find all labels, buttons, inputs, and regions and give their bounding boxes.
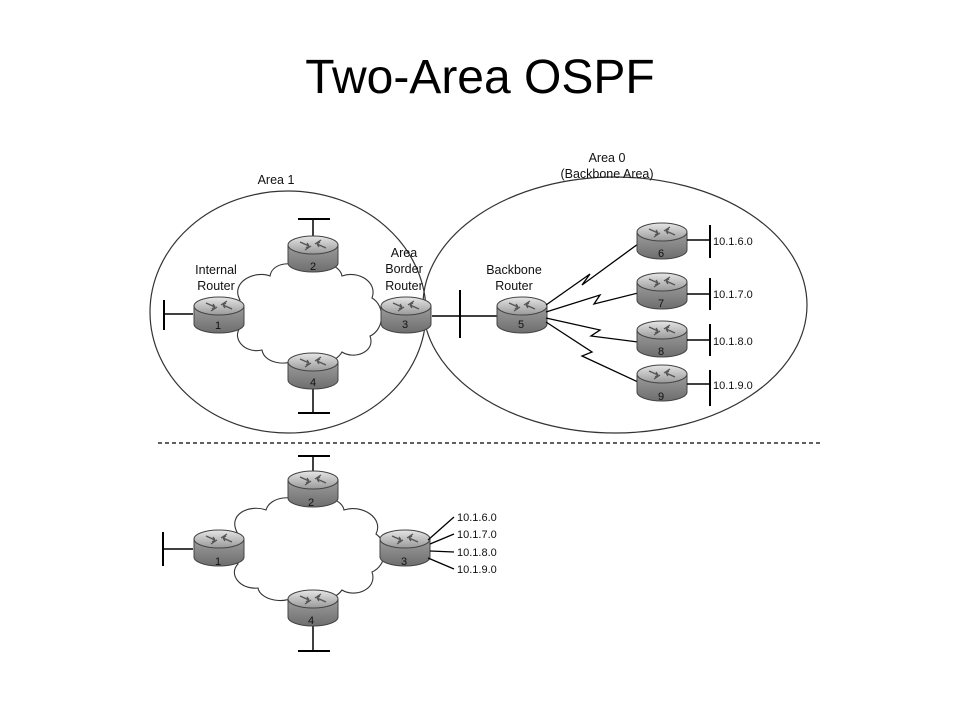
bottom-network-10-1-9-0: 10.1.9.0 <box>457 564 497 576</box>
area0-label: Area 0 <box>589 151 626 165</box>
abr-label-line3: Router <box>385 279 423 293</box>
serial-link-5-8 <box>545 317 639 343</box>
serial-link-5-6 <box>545 243 639 306</box>
router-9-number: 9 <box>658 391 664 403</box>
router-8-number: 8 <box>658 346 664 358</box>
area1-label: Area 1 <box>258 173 295 187</box>
bottom-network-10-1-8-0: 10.1.8.0 <box>457 547 497 559</box>
backbone-router-label-line2: Router <box>495 279 533 293</box>
network-10-1-7-0: 10.1.7.0 <box>713 289 753 301</box>
abr-label-line2: Border <box>385 262 423 276</box>
router-5-number: 5 <box>518 319 524 331</box>
router-3-number: 3 <box>402 319 408 331</box>
bottom-router-1-number: 1 <box>215 556 221 568</box>
internal-router-label-line2: Router <box>197 279 235 293</box>
bottom-router-3-number: 3 <box>401 556 407 568</box>
area1-cloud <box>228 262 383 364</box>
slide-title: Two-Area OSPF <box>305 51 655 104</box>
network-10-1-9-0: 10.1.9.0 <box>713 380 753 392</box>
router-6-number: 6 <box>658 248 664 260</box>
router-7-number: 7 <box>658 298 664 310</box>
router-1-number: 1 <box>215 320 221 332</box>
abr-label-line1: Area <box>391 246 417 260</box>
serial-link-5-9 <box>545 321 639 383</box>
network-10-1-8-0: 10.1.8.0 <box>713 336 753 348</box>
bottom-router-2-number: 2 <box>308 497 314 509</box>
network-10-1-6-0: 10.1.6.0 <box>713 236 753 248</box>
area0-boundary <box>422 176 808 434</box>
bottom-cloud <box>227 496 386 602</box>
bottom-router-4-number: 4 <box>308 615 314 627</box>
backbone-router-label-line1: Backbone <box>486 263 542 277</box>
router-2-number: 2 <box>310 261 316 273</box>
bottom-network-10-1-6-0: 10.1.6.0 <box>457 512 497 524</box>
internal-router-label-line1: Internal <box>195 263 237 277</box>
router-4-number: 4 <box>310 377 316 389</box>
serial-link-5-7 <box>545 292 639 313</box>
area0-sublabel: (Backbone Area) <box>560 167 653 181</box>
bottom-network-10-1-7-0: 10.1.7.0 <box>457 529 497 541</box>
